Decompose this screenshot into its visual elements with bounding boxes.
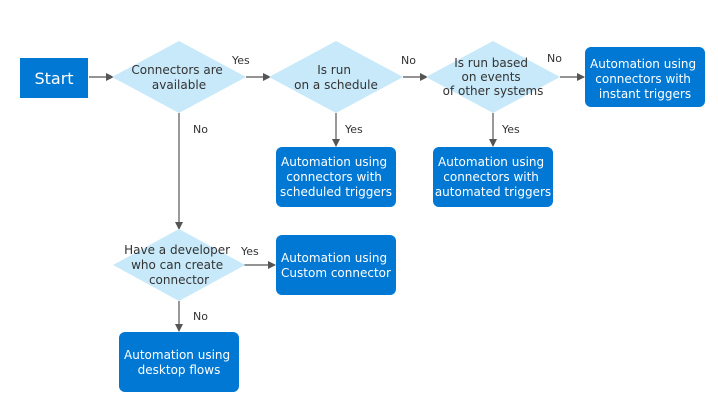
outcome-automated-triggers: Automation using connectors with automat… [433,147,553,207]
decision-label-line: available [152,78,206,92]
outcome-label-line: Automation using [590,57,696,71]
decision-label: Connectors are available [131,63,226,92]
outcome-label-line: Automation using [438,155,544,169]
outcome-box [276,235,396,295]
decision-label-line: Have a developer [124,243,230,257]
decision-connectors-available: Connectors are available [112,41,246,113]
outcome-label-line: Custom connector [281,266,391,280]
decision-label: Have a developer who can create connecto… [124,243,234,287]
decision-label: Is run on a schedule [294,63,378,92]
outcome-label-line: Automation using [281,251,387,265]
outcome-desktop-flows: Automation using desktop flows [119,332,239,392]
outcome-label-line: instant triggers [599,87,691,101]
outcome-box [119,332,239,392]
outcome-label-line: connectors with [443,170,539,184]
outcome-label: Automation using Custom connector [281,251,391,280]
outcome-scheduled-triggers: Automation using connectors with schedul… [276,147,396,207]
diamond-shape [426,41,560,113]
diamond-shape [112,41,246,113]
edge-label-yes: Yes [231,54,250,67]
decision-run-based-events: Is run based on events of other systems [426,41,560,113]
outcome-instant-triggers: Automation using connectors with instant… [585,47,705,107]
outcome-label-line: connectors with [286,170,382,184]
start-node: Start [20,58,88,98]
outcome-label-line: automated triggers [435,185,551,199]
edge-label-yes: Yes [240,245,259,258]
outcome-label-line: Automation using [281,155,387,169]
decision-have-developer: Have a developer who can create connecto… [113,229,245,301]
outcome-label: Automation using connectors with schedul… [280,155,392,199]
edge-label-yes: Yes [501,123,520,136]
outcome-label-line: scheduled triggers [280,185,392,199]
decision-run-on-schedule: Is run on a schedule [269,41,403,113]
outcome-label: Automation using connectors with instant… [590,57,700,101]
decision-label-line: of other systems [443,84,544,98]
decision-label: Is run based on events of other systems [443,56,544,98]
decision-label-line: Is run based [454,56,528,70]
start-label: Start [34,69,73,88]
diamond-shape [269,41,403,113]
edges [89,73,585,332]
edge-labels: Yes No Yes No Yes No Yes No [193,52,562,323]
edge-label-yes: Yes [344,123,363,136]
edge-label-no: No [193,123,208,136]
outcome-box [433,147,553,207]
outcome-label: Automation using desktop flows [124,348,234,377]
outcome-label-line: desktop flows [138,363,221,377]
decision-label-line: on a schedule [294,78,378,92]
outcome-box [276,147,396,207]
decision-label-line: connector [149,273,209,287]
outcome-label: Automation using connectors with automat… [435,155,551,199]
decision-label-line: who can create [131,258,223,272]
decision-label-line: on events [461,70,520,84]
start-box [20,58,88,98]
edge-label-no: No [193,310,208,323]
outcome-label-line: Automation using [124,348,230,362]
edge-label-no: No [401,54,416,67]
outcome-label-line: connectors with [595,72,691,86]
outcome-box [585,47,705,107]
decision-label-line: Is run [317,63,351,77]
outcome-custom-connector: Automation using Custom connector [276,235,396,295]
edge-label-no: No [547,52,562,65]
diamond-shape [113,229,245,301]
decision-label-line: Connectors are [131,63,222,77]
